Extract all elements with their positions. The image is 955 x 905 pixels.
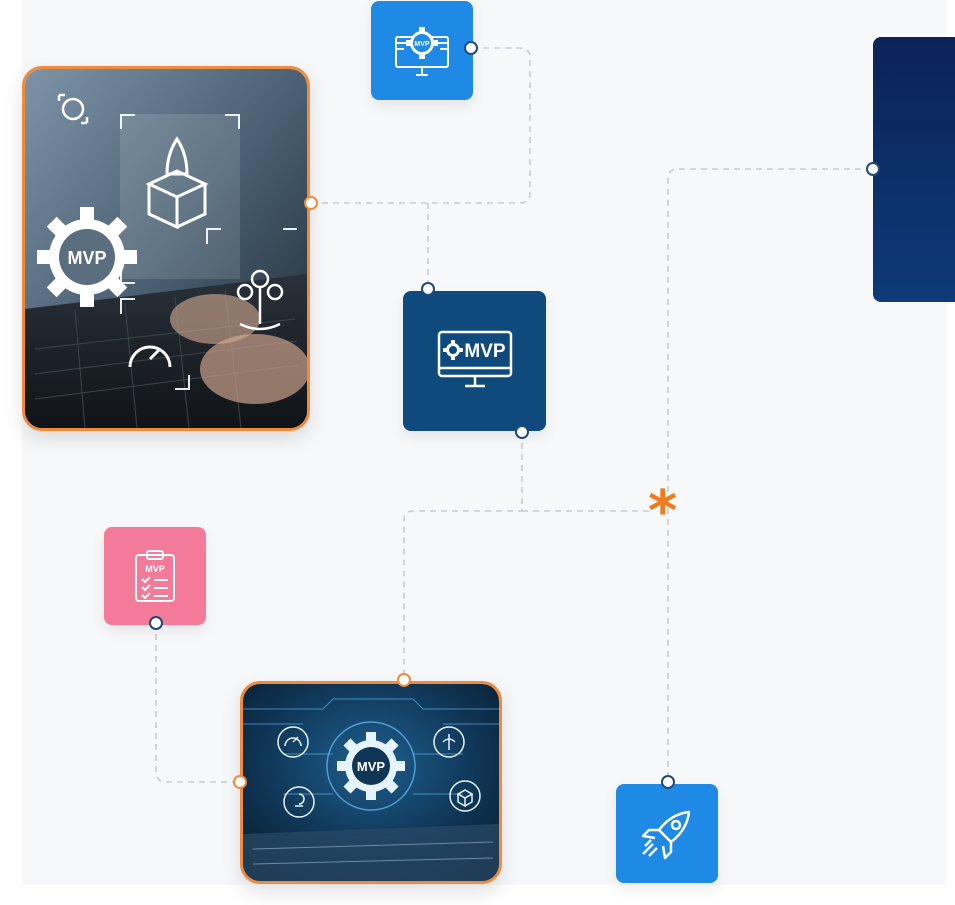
gear-icon: MVP — [37, 207, 137, 307]
navy-side-panel — [873, 37, 955, 302]
connector-photo-to-top-tile — [311, 47, 531, 204]
connector-dot — [149, 616, 163, 630]
connector-dot — [304, 196, 318, 210]
monitor-icon: MVP — [437, 330, 512, 388]
gauge-icon — [284, 736, 302, 747]
clipboard-checklist-icon: MVP — [135, 550, 175, 602]
mvp-monitor-tile: MVP — [403, 291, 546, 431]
svg-text:MVP: MVP — [414, 41, 430, 48]
connector-dot — [464, 41, 478, 55]
box-icon — [456, 789, 474, 808]
connector-pink-tile-to-photo — [155, 623, 240, 783]
asterisk-icon: * — [648, 479, 678, 544]
mvp-clipboard-tile: MVP — [104, 527, 206, 625]
connector-dot — [515, 425, 529, 439]
rocket-tile — [616, 784, 718, 883]
bulb-icon — [295, 793, 305, 807]
mvp-gear-monitor-tile: MVP — [371, 1, 473, 100]
connector-side-panel — [667, 168, 872, 782]
plant-icon — [442, 734, 456, 750]
head-icon — [57, 93, 89, 125]
mvp-circuit-photo: MVP — [240, 681, 502, 884]
connector-dot — [397, 673, 411, 687]
svg-text:MVP: MVP — [464, 341, 506, 362]
gear-icon: MVP — [326, 721, 416, 811]
rocket-icon — [641, 810, 691, 859]
connector-dot — [421, 282, 435, 296]
monitor-gear-icon: MVP — [395, 26, 449, 76]
svg-text:MVP: MVP — [67, 248, 106, 268]
connector-dot — [866, 162, 880, 176]
mvp-hands-laptop-photo: MVP — [22, 66, 310, 431]
svg-text:MVP: MVP — [145, 564, 165, 574]
gear-icon — [442, 340, 463, 360]
connector-dot — [661, 775, 675, 789]
money-plant-icon — [236, 269, 284, 331]
connector-dark-tile-to-branch — [403, 432, 523, 680]
rocket-box-icon — [145, 136, 209, 230]
svg-text:MVP: MVP — [357, 759, 386, 774]
gauge-icon — [128, 345, 172, 368]
connector-dot — [233, 775, 247, 789]
